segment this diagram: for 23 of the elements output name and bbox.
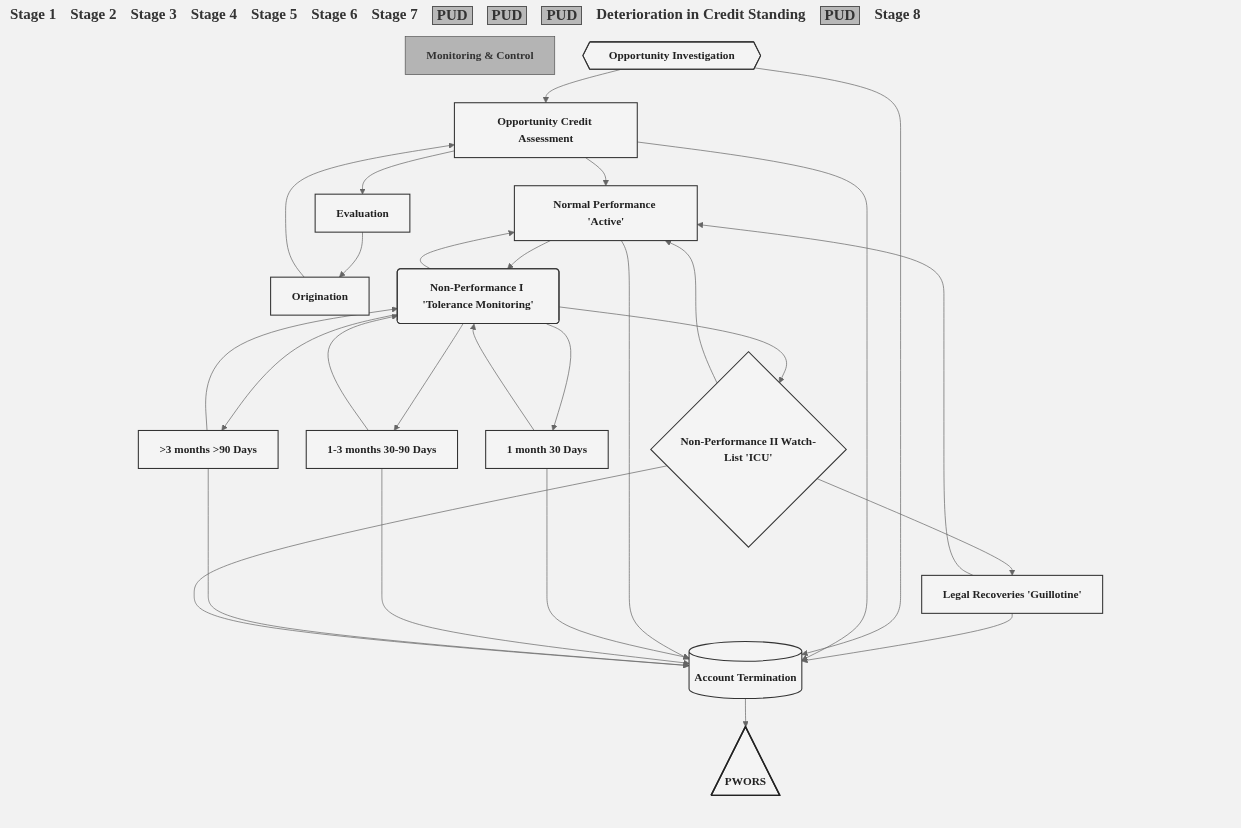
stage-label: Stage 7 bbox=[371, 6, 418, 24]
stage-label: Deterioration in Credit Standing bbox=[596, 6, 806, 24]
node-box: Normal Performance 'Active' bbox=[513, 185, 698, 242]
node-box: Legal Recoveries 'Guillotine' bbox=[921, 574, 1104, 614]
node-box: >3 months >90 Days bbox=[137, 429, 279, 469]
node-box: Opportunity Credit Assessment bbox=[453, 102, 638, 159]
node-diamond: Non-Performance II Watch-List 'ICU' bbox=[650, 350, 848, 548]
stage-label: Stage 5 bbox=[251, 6, 298, 24]
stage-label: Stage 3 bbox=[130, 6, 177, 24]
node-box: 1-3 months 30-90 Days bbox=[305, 429, 459, 469]
node-box: Monitoring & Control bbox=[404, 36, 556, 75]
stage-label: Stage 1 bbox=[10, 6, 57, 24]
node-box: 1 month 30 Days bbox=[485, 429, 609, 469]
flag-label: PUD bbox=[541, 6, 583, 25]
flag-label: PUD bbox=[431, 6, 473, 25]
stage-label: Stage 4 bbox=[190, 6, 237, 24]
stage-label: Stage 8 bbox=[874, 6, 921, 24]
node-box: Evaluation bbox=[314, 193, 411, 233]
flag-label: PUD bbox=[486, 6, 528, 25]
flag-label: PUD bbox=[819, 6, 861, 25]
node-box: Origination bbox=[270, 276, 370, 316]
stage-label: Stage 2 bbox=[70, 6, 117, 24]
stage-label: Stage 6 bbox=[311, 6, 358, 24]
